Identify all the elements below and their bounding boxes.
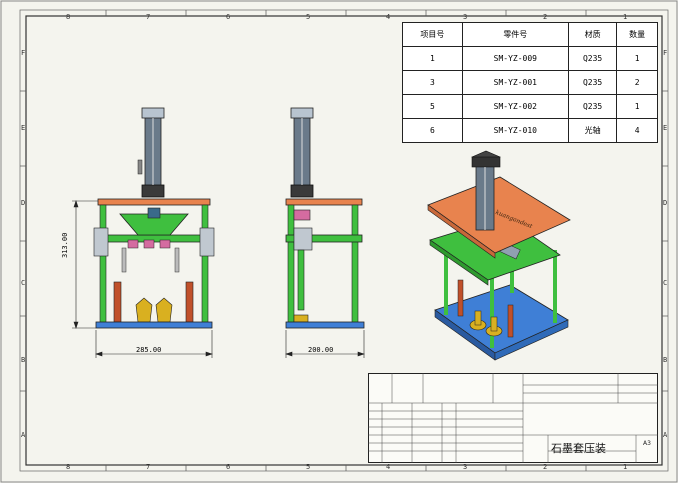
zone-top-7: 7 [146, 13, 151, 21]
bom-row: 6 SM-YZ-010 光轴 4 [402, 118, 658, 143]
bom-cell-qty: 4 [616, 118, 658, 143]
isometric-view [427, 150, 571, 361]
zone-right-E: E [663, 124, 668, 132]
front-view [72, 107, 215, 358]
bom-table: 项目号 零件号 材质 数量 1 SM-YZ-009 Q235 1 3 SM-YZ… [402, 22, 658, 143]
bom-cell-qty: 2 [616, 70, 658, 95]
zone-top-1: 1 [623, 13, 628, 21]
side-width-dimension: 200.00 [308, 346, 334, 354]
zone-right-A: A [663, 431, 668, 439]
zone-right-D: D [663, 199, 668, 207]
zone-bottom-2: 2 [543, 463, 548, 471]
bom-cell-part: SM-YZ-009 [461, 46, 569, 71]
zone-left-E: E [21, 124, 26, 132]
zone-left-A: A [21, 431, 26, 439]
zone-top-6: 6 [226, 13, 231, 21]
zone-top-3: 3 [463, 13, 468, 21]
zone-right-C: C [663, 279, 668, 287]
title-block [368, 373, 658, 463]
bom-cell-item: 5 [402, 94, 463, 119]
zone-bottom-6: 6 [226, 463, 231, 471]
zone-bottom-7: 7 [146, 463, 151, 471]
bom-header-item: 项目号 [402, 22, 463, 47]
zone-bottom-1: 1 [623, 463, 628, 471]
bom-row: 5 SM-YZ-002 Q235 1 [402, 94, 658, 119]
bom-header-part: 零件号 [461, 22, 569, 47]
zone-top-5: 5 [306, 13, 311, 21]
bom-header-material: 材质 [567, 22, 618, 47]
bom-cell-part: SM-YZ-002 [461, 94, 569, 119]
bom-row: 3 SM-YZ-001 Q235 2 [402, 70, 658, 95]
zone-top-4: 4 [386, 13, 391, 21]
zone-left-D: D [21, 199, 26, 207]
bom-cell-material: 光轴 [567, 118, 618, 143]
bom-cell-part: SM-YZ-010 [461, 118, 569, 143]
bom-cell-qty: 1 [616, 46, 658, 71]
zone-top-8: 8 [66, 13, 71, 21]
bom-cell-item: 3 [402, 70, 463, 95]
sheet-size: A3 [643, 440, 651, 447]
bom-cell-part: SM-YZ-001 [461, 70, 569, 95]
bom-cell-item: 6 [402, 118, 463, 143]
bom-header-row: 项目号 零件号 材质 数量 [402, 22, 658, 47]
drawing-title: 石墨套压装 [551, 442, 606, 455]
zone-right-B: B [663, 356, 668, 364]
zone-bottom-5: 5 [306, 463, 311, 471]
side-view [285, 107, 365, 358]
zone-bottom-4: 4 [386, 463, 391, 471]
zone-left-F: F [21, 49, 26, 57]
front-width-dimension: 285.00 [136, 346, 162, 354]
zone-bottom-3: 3 [463, 463, 468, 471]
zone-bottom-8: 8 [66, 463, 71, 471]
bom-cell-item: 1 [402, 46, 463, 71]
zone-top-2: 2 [543, 13, 548, 21]
zone-left-B: B [21, 356, 26, 364]
bom-row: 1 SM-YZ-009 Q235 1 [402, 46, 658, 71]
bom-cell-material: Q235 [567, 70, 618, 95]
bom-cell-material: Q235 [567, 94, 618, 119]
bom-cell-material: Q235 [567, 46, 618, 71]
front-height-dimension: 313.00 [61, 232, 69, 258]
zone-right-F: F [663, 49, 668, 57]
zone-left-C: C [21, 279, 26, 287]
bom-cell-qty: 1 [616, 94, 658, 119]
bom-header-qty: 数量 [616, 22, 658, 47]
